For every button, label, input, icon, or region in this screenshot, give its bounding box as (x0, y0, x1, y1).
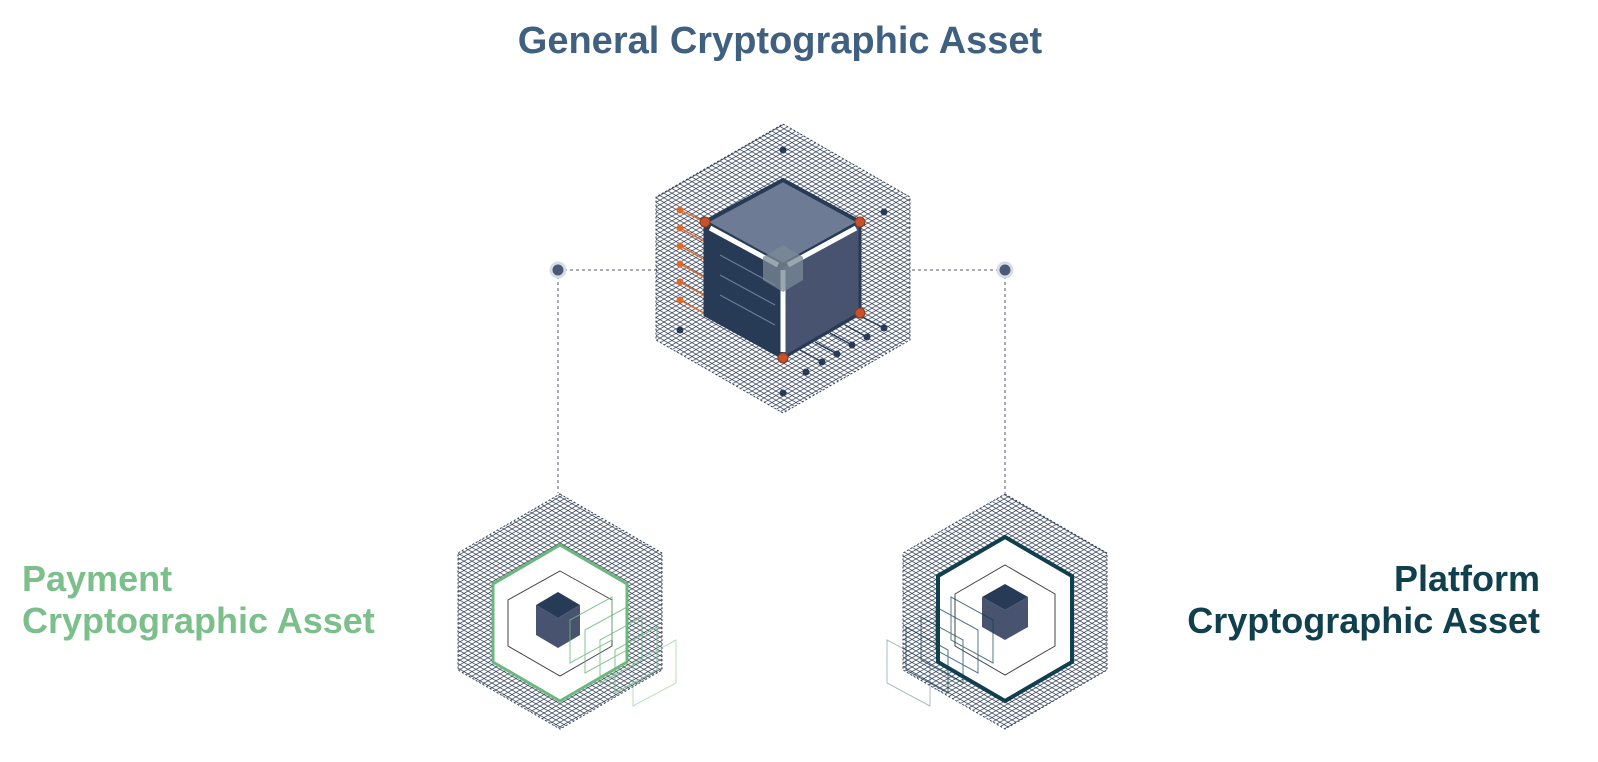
connector-node-left (549, 261, 567, 279)
payment-title-line2: Cryptographic Asset (22, 600, 375, 641)
connector-node-right (996, 261, 1014, 279)
general-asset-title: General Cryptographic Asset (517, 20, 1043, 62)
connector-lines (557, 269, 1006, 493)
payment-asset-title: Payment Cryptographic Asset (22, 558, 375, 642)
platform-title-line2: Cryptographic Asset (1187, 600, 1540, 641)
payment-asset-icon (457, 493, 677, 730)
general-asset-icon (655, 123, 911, 414)
payment-title-line1: Payment (22, 558, 173, 599)
platform-asset-title: Platform Cryptographic Asset (1187, 558, 1540, 642)
platform-title-line1: Platform (1393, 558, 1540, 599)
platform-asset-icon (886, 493, 1108, 730)
